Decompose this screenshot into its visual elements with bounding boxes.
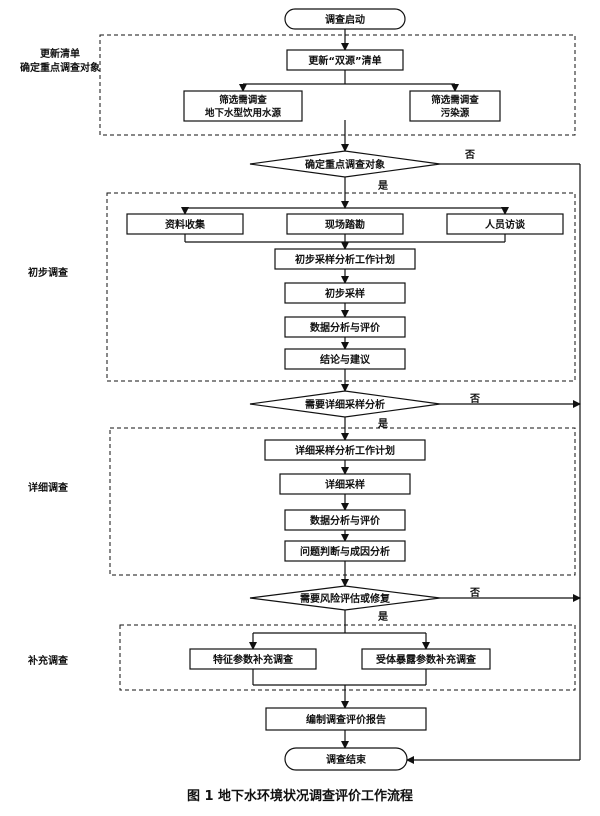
- conclusion-node: [284, 348, 406, 370]
- detailed-plan-node: [264, 439, 426, 461]
- data-analysis-1-node: [284, 316, 406, 338]
- supplement-survey-group-box: [119, 624, 576, 691]
- interview-label: 人员访谈: [485, 218, 526, 231]
- detailed-sampling-node: [279, 473, 411, 495]
- screen-pollution-label-line2: 污染源: [441, 107, 470, 119]
- decision-risk-remediation: [249, 585, 441, 611]
- decision-key-objects: [249, 150, 441, 178]
- initial-plan-label: 初步采样分析工作计划: [295, 253, 395, 266]
- data-collection-label: 资料收集: [165, 218, 206, 231]
- update-group-label-line2: 确定重点调查对象: [20, 61, 100, 74]
- initial-sampling-node: [284, 282, 406, 304]
- data-analysis-2-node: [284, 509, 406, 531]
- screen-water-label-line2: 地下水型饮用水源: [205, 107, 282, 119]
- screen-pollution-label-line1: 筛选需调查: [431, 94, 479, 106]
- detailed-plan-label: 详细采样分析工作计划: [295, 444, 395, 457]
- report-label: 编制调查评价报告: [306, 713, 386, 726]
- site-survey-label: 现场踏勘: [325, 218, 365, 231]
- end-node-label: 调查结束: [326, 753, 367, 766]
- label-yes-3: 是: [377, 611, 388, 623]
- data-collection-node: [126, 213, 244, 235]
- update-list-label: 更新“双源”清单: [308, 54, 381, 67]
- report-node: [265, 707, 427, 731]
- supplement-survey-label: 补充调查: [27, 654, 69, 667]
- screen-water-label-line1: 筛选需调查: [219, 94, 267, 106]
- receptor-param-node: [361, 648, 491, 670]
- problem-analysis-label: 问题判断与成因分析: [300, 545, 390, 558]
- interview-node: [446, 213, 564, 235]
- update-list-node: [286, 49, 404, 71]
- detailed-survey-label: 详细调查: [28, 481, 69, 494]
- conclusion-label: 结论与建议: [320, 353, 371, 366]
- feature-param-node: [189, 648, 317, 670]
- label-no-2: 否: [469, 393, 480, 405]
- label-yes-2: 是: [377, 418, 388, 430]
- initial-survey-group-box: [106, 192, 576, 382]
- label-no-1: 否: [464, 149, 475, 161]
- decision-key-objects-label: 确定重点调查对象: [305, 158, 385, 171]
- decision-detailed-sampling-label: 需要详细采样分析: [305, 398, 385, 411]
- decision-risk-label: 需要风险评估或修复: [300, 592, 391, 605]
- detailed-sampling-label: 详细采样: [325, 478, 365, 491]
- screen-pollution-source-node: [409, 90, 501, 122]
- data-analysis-1-label: 数据分析与评价: [310, 321, 381, 334]
- site-survey-node: [286, 213, 404, 235]
- data-analysis-2-label: 数据分析与评价: [310, 514, 381, 527]
- receptor-param-label: 受体暴露参数补充调查: [376, 653, 477, 666]
- feature-param-label: 特征参数补充调查: [213, 653, 294, 666]
- screen-water-source-node: [183, 90, 303, 122]
- label-no-3: 否: [469, 587, 480, 599]
- update-group-label-line1: 更新清单: [40, 47, 80, 60]
- initial-survey-label: 初步调查: [28, 266, 69, 279]
- label-yes-1: 是: [377, 180, 388, 192]
- start-node-label: 调查启动: [325, 13, 365, 26]
- initial-sampling-label: 初步采样: [325, 287, 365, 300]
- start-node: [284, 8, 406, 30]
- update-group-box: [99, 34, 576, 136]
- end-node: [284, 747, 408, 771]
- detailed-survey-group-box: [109, 427, 576, 576]
- initial-plan-node: [274, 248, 416, 270]
- problem-analysis-node: [284, 540, 406, 562]
- decision-detailed-sampling: [249, 390, 441, 418]
- figure-caption: 图 1 地下水环境状况调查评价工作流程: [187, 788, 413, 804]
